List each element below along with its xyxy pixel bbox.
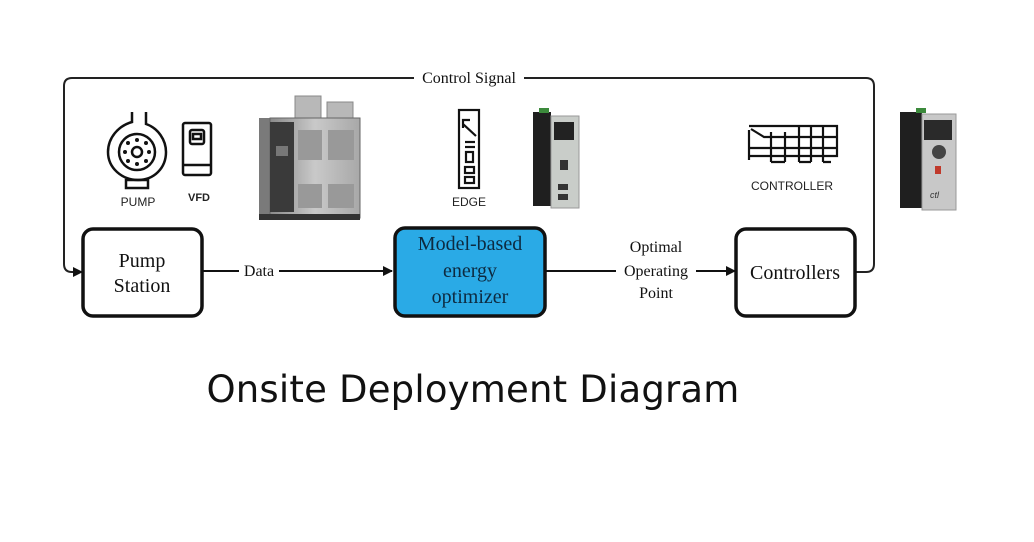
optimal-label-line1: Optimal (630, 239, 683, 256)
optimizer-label-line2: energy (443, 260, 497, 282)
vfd-label: VFD (188, 192, 210, 204)
optimizer-label-line1: Model-based (418, 233, 522, 255)
drive-cabinet-image (259, 95, 361, 220)
controller-label: CONTROLLER (751, 179, 833, 193)
pump-station-label-line2: Station (114, 275, 171, 297)
controller-image: ctl (900, 108, 957, 211)
diagram-title: Onsite Deployment Diagram (206, 368, 740, 411)
pump-icon (106, 112, 168, 190)
optimizer-label-line3: optimizer (432, 286, 509, 308)
controllers-label: Controllers (750, 262, 840, 284)
pump-station-node: Pump Station (81, 227, 204, 318)
edge-label: EDGE (452, 195, 486, 209)
controllers-node: Controllers (734, 227, 857, 318)
data-label: Data (244, 263, 274, 280)
controller-icon (747, 124, 839, 164)
optimizer-node: Model-based energy optimizer (393, 226, 547, 318)
optimal-label-line2: Operating (624, 263, 688, 280)
pump-station-label-line1: Pump (119, 250, 166, 272)
svg-text:ctl: ctl (930, 190, 940, 200)
control-signal-label: Control Signal (422, 70, 516, 87)
edge-device-icon (457, 108, 481, 190)
edge-device-image (533, 108, 580, 209)
optimal-label-line3: Point (639, 285, 673, 302)
pump-label: PUMP (121, 195, 156, 209)
vfd-icon (181, 121, 213, 177)
